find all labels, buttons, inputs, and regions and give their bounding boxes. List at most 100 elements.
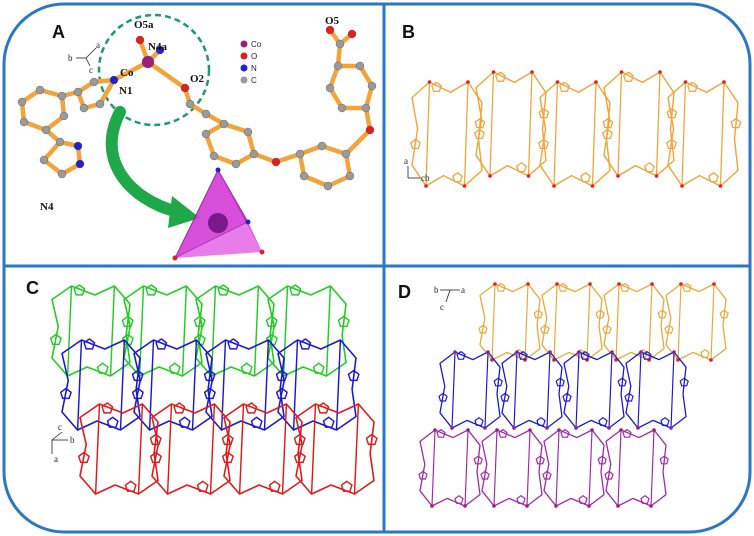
cage-d-0-2-ring-0: [620, 282, 630, 292]
cage-d-2-3-struts: [617, 429, 655, 507]
cage-d-1-1-outline: [501, 351, 563, 429]
cage-c-0-3-ring-1: [312, 362, 325, 374]
legend-c-dot: [240, 76, 248, 84]
cage-d-1-1-ring-0: [518, 350, 528, 360]
cage-b-0-ring-1: [452, 172, 463, 183]
cage-b-0-node-2: [424, 184, 428, 188]
cage-d-2-2-node-2: [554, 504, 558, 508]
cage-c-0-3-ring-0: [289, 284, 302, 296]
cage-b-0-outline: [411, 81, 483, 187]
atom-d6: [299, 171, 309, 181]
cage-d-2-0-ring-1: [454, 494, 464, 504]
cage-d-1-0-ring-0: [456, 350, 466, 360]
cage-d-0-1-node-1: [588, 282, 592, 286]
cage-c-1-1-ring-2: [131, 387, 144, 400]
cage-c-2-0-ring-0: [101, 402, 114, 414]
cage-d-1-2-node-2: [574, 426, 578, 430]
framework-c: [49, 284, 378, 495]
cage-d-1-2-ring-3: [617, 377, 627, 387]
cage-d-2-3-ring-0: [622, 428, 632, 438]
cage-d-2-1-ring-3: [535, 455, 545, 465]
cage-b-0-struts: [425, 81, 469, 187]
legend-o-dot: [240, 52, 248, 60]
cage-c-2-3-ring-0: [317, 402, 330, 414]
cage-b-1-outline: [475, 71, 547, 177]
cage-c-2-2-ring-0: [245, 402, 258, 414]
atom-r4: [19, 117, 29, 127]
cage-b-4-node-0: [683, 80, 688, 84]
atom-e1: [361, 103, 371, 113]
cage-c-0-3-struts: [282, 285, 332, 377]
cage-d-0-0-node-0: [493, 282, 497, 286]
cage-d-2-1-node-1: [528, 428, 532, 432]
cage-c-0-2-struts: [210, 285, 260, 377]
bond-32: [273, 151, 303, 165]
cage-d-1-1-struts: [513, 351, 551, 429]
atom-d3: [341, 149, 351, 159]
cage-d-0-1-ring-0: [558, 282, 568, 292]
atom-c2: [201, 109, 211, 119]
axis-a-line: [85, 47, 97, 59]
cage-d-1-1-ring-1: [536, 416, 546, 426]
atom-r3: [17, 97, 27, 107]
atom-o6: [347, 29, 357, 39]
cage-c-0-1-ring-0: [145, 284, 158, 296]
legend-o-label: O: [251, 52, 257, 61]
atom-d2: [317, 141, 327, 151]
atom-ox2: [365, 125, 375, 135]
cage-d-1-2-node-0: [577, 350, 581, 354]
cage-b-4-ring-0: [687, 81, 698, 92]
cage-d-0-2-outline: [603, 283, 665, 361]
cage-c-2-3-struts: [310, 403, 360, 495]
cage-d-0-3-node-3: [709, 358, 713, 362]
atom-b3: [243, 127, 253, 137]
cage-d-1-2-node-1: [610, 350, 614, 354]
cage-b-3-struts: [617, 71, 661, 177]
cage-d-1-0-node-2: [450, 426, 454, 430]
cage-d-1-3-struts: [637, 351, 675, 429]
cage-c-1-1-ring-3: [203, 369, 216, 382]
cage-d-0-1-outline: [541, 283, 603, 361]
co-tetrahedron-face-2: [175, 222, 262, 258]
cage-d-2-0-node-2: [430, 504, 434, 508]
cage-b-2-node-3: [590, 184, 595, 188]
atom-o5a: [135, 35, 145, 45]
cage-d-0-1-struts: [553, 283, 591, 361]
atom-p3: [79, 103, 89, 113]
cage-d-0-0-ring-3: [533, 309, 543, 319]
cage-b-4-ring-2: [666, 138, 677, 150]
cage-d-2-0-ring-0: [436, 428, 446, 438]
atom-r2: [35, 85, 45, 95]
panel-a: A Co O N C O5a N4a Co O2 N1 N: [17, 13, 377, 261]
atom-ox: [271, 157, 281, 167]
cage-d-0-0-ring-2: [478, 324, 488, 334]
cage-c-1-3-struts: [292, 339, 342, 431]
cage-c-0-1-ring-1: [168, 362, 181, 374]
cage-c-1-0-outline: [61, 339, 141, 431]
cage-b-1-node-3: [526, 174, 531, 178]
cage-c-1-3-ring-0: [299, 338, 312, 350]
cage-b-1-ring-1: [516, 162, 527, 173]
cage-b-0-node-3: [462, 184, 467, 188]
cage-d-2-1-ring-1: [516, 494, 526, 504]
framework-d: [418, 282, 729, 508]
axis-c-label: c: [89, 65, 93, 75]
cage-b-4-ring-1: [708, 172, 719, 183]
cage-d-1-3-node-0: [639, 350, 643, 354]
panel-label-a: A: [52, 22, 65, 42]
legend-n-dot: [240, 64, 248, 72]
cage-d-1-1-node-2: [512, 426, 516, 430]
cage-d-1-0-outline: [439, 351, 501, 429]
cage-d-1-1-ring-2: [500, 392, 510, 402]
bond-8: [97, 77, 117, 107]
atom-q2: [39, 155, 49, 165]
cage-d-0-0-outline: [479, 283, 541, 361]
legend-c-label: C: [251, 76, 257, 85]
cage-c-0-2-ring-3: [265, 315, 278, 328]
cage-d-2-2-ring-0: [560, 428, 570, 438]
cage-c-2-2-outline: [223, 403, 303, 495]
atom-label-n4a: N4a: [148, 41, 167, 53]
cage-c-0-0-ring-0: [73, 284, 86, 296]
atom-q1: [55, 137, 65, 147]
